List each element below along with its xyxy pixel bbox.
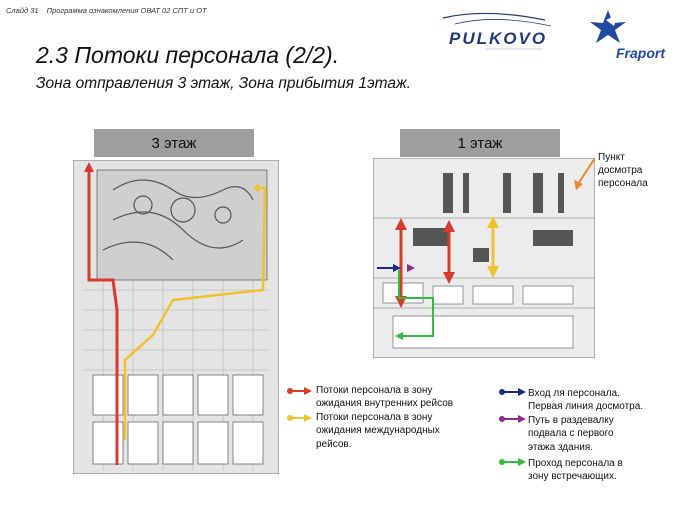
floor-plan-1 <box>373 158 595 358</box>
slide-title: 2.3 Потоки персонала (2/2). <box>36 42 340 68</box>
changing-room-arrow-icon <box>499 415 526 423</box>
floor-3-label: 3 этаж <box>151 134 197 152</box>
pulkovo-wordmark: PULKOVO <box>449 29 547 48</box>
slide-header: Слайд 31 Программа ознакомления ОВАТ 02 … <box>6 6 213 15</box>
floor-plan-3 <box>73 160 279 474</box>
legend-text-international: Потоки персонала в зону ожидания междуна… <box>316 411 496 451</box>
legend-line: этажа здания. <box>528 441 594 453</box>
callout-line-1: Пункт <box>598 152 625 163</box>
tab-floor-3: 3 этаж <box>94 129 254 157</box>
legend-line: Путь в раздевалку <box>528 415 614 426</box>
international-arrow-icon <box>287 414 312 422</box>
legend-text-arrivals: Проход персонала в зону встречающих. <box>528 457 678 484</box>
floor-1-label: 1 этаж <box>457 134 503 152</box>
legend-line: рейсов. <box>316 438 352 450</box>
arrivals-arrow-icon <box>499 458 526 466</box>
legend-line: Вход ля персонала. <box>528 388 620 399</box>
entry-arrow-icon <box>499 388 526 396</box>
slide-number: Слайд 31 <box>6 6 39 15</box>
legend-text-domestic: Потоки персонала в зону ожидания внутрен… <box>316 384 496 411</box>
pulkovo-logo: PULKOVO <box>442 12 552 50</box>
program-title: Программа ознакомления ОВАТ 02 СПТ и ОТ <box>46 6 207 15</box>
legend-line: Потоки персонала в зону <box>316 385 433 396</box>
slide-subtitle: Зона отправления 3 этаж, Зона прибытия 1… <box>36 75 411 92</box>
callout-line-2: досмотра <box>598 165 643 176</box>
tab-floor-1: 1 этаж <box>400 129 560 157</box>
legend-text-entry: Вход ля персонала. Первая линия досмотра… <box>528 387 678 414</box>
fraport-logo: Fraport <box>590 10 666 61</box>
legend-line: Первая линия досмотра. <box>528 401 644 413</box>
callout-line-3: персонала <box>598 178 648 189</box>
domestic-arrow-icon <box>287 387 312 395</box>
legend-line: ожидания международных <box>316 425 440 437</box>
legend-line: ожидания внутренних рейсов <box>316 398 454 410</box>
legend-line: Потоки персонала в зону <box>316 412 433 423</box>
security-checkpoint-callout: Пункт досмотра персонала <box>598 151 648 190</box>
legend-line: Проход персонала в <box>528 458 623 469</box>
legend-line: подвала с первого <box>528 428 614 440</box>
legend-text-changing-room: Путь в раздевалку подвала с первого этаж… <box>528 414 678 454</box>
fraport-wordmark: Fraport <box>616 45 666 61</box>
legend-line: зону встречающих. <box>528 471 617 483</box>
